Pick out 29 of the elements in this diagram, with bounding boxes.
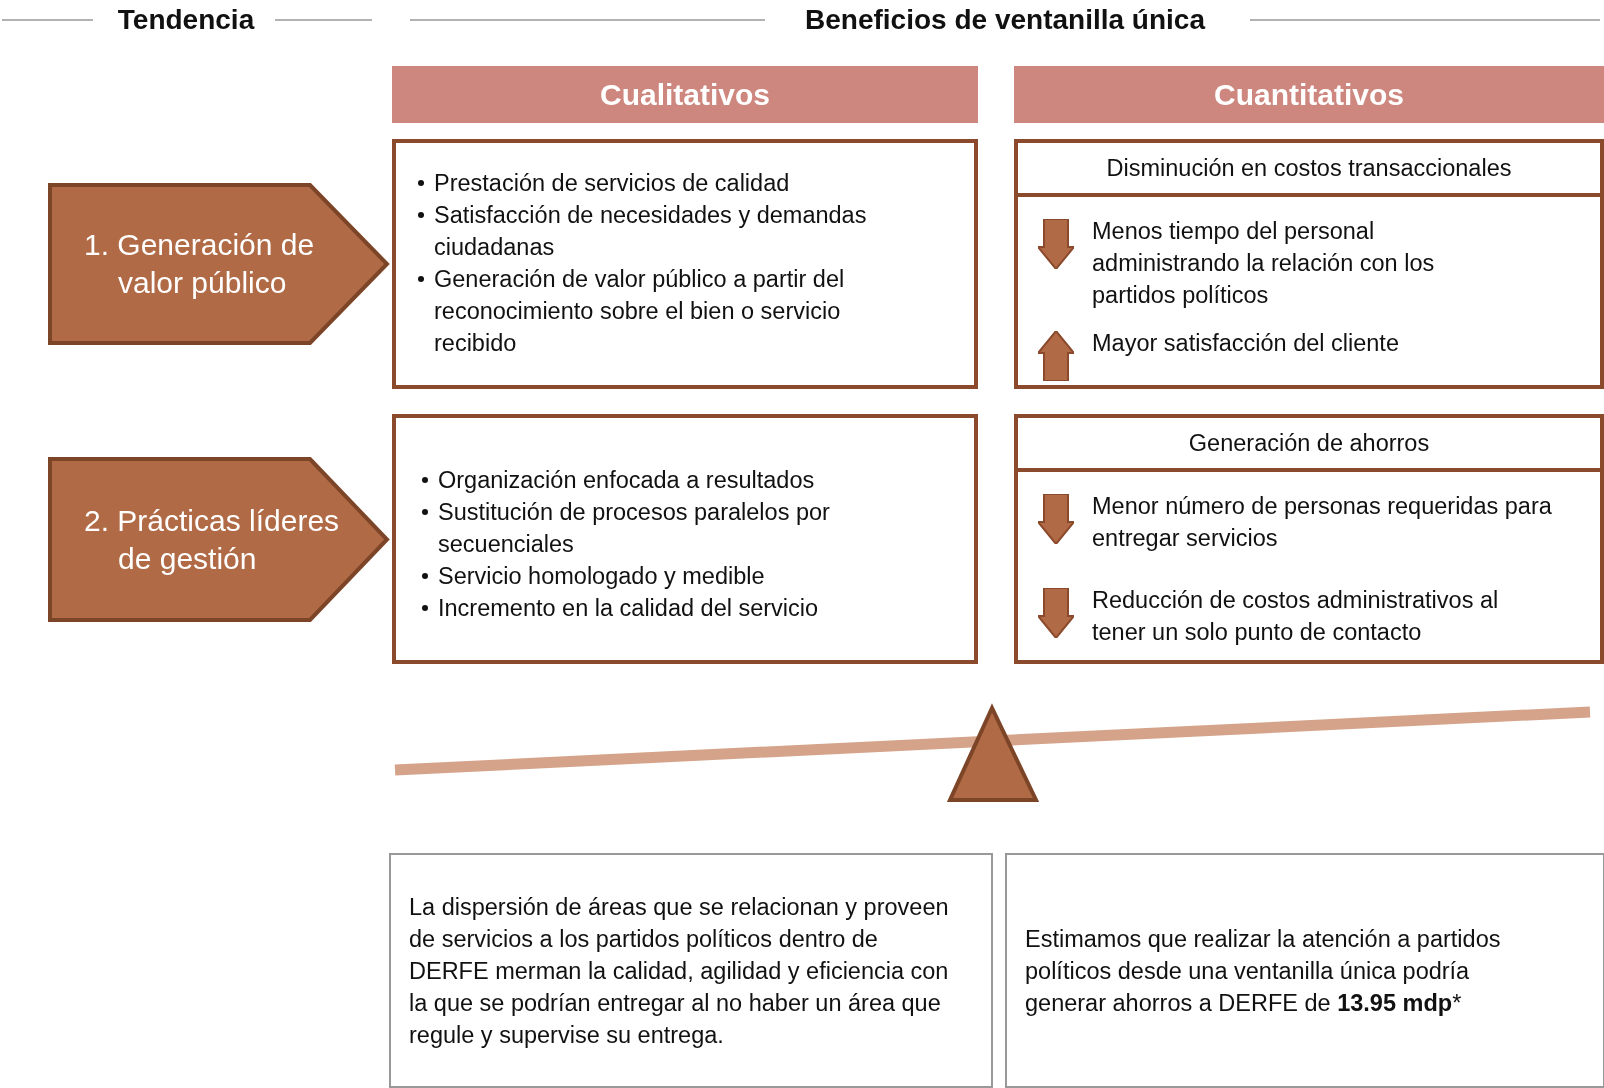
trend-label: 2. Prácticas líderes de gestión — [84, 502, 340, 577]
header-band: Cualitativos — [392, 66, 978, 123]
text-box — [389, 853, 993, 1088]
benefit-text: Mayor satisfacción del cliente — [1092, 329, 1399, 358]
paragraph: Estimamos que realizar la atención a partidos políticos desde una ventanilla única podría generar ahorros a DERFE de 13.95 mdp* — [1025, 924, 1502, 1018]
section-heading: Tendencia — [117, 4, 255, 36]
trend-label: 1. Generación de valor público — [84, 227, 316, 301]
panel-heading: Disminución en costos transaccionales — [1018, 143, 1600, 197]
header-band: Cuantitativos — [1014, 66, 1604, 123]
text-panel — [392, 414, 978, 664]
text-panel — [392, 139, 978, 389]
bullet-item: Organización enfocada a resultados — [438, 467, 815, 493]
benefit-text: Reducción de costos administrativos al tener un solo punto de contacto — [1092, 586, 1500, 647]
text-panel — [1014, 139, 1604, 389]
benefit-text: Menos tiempo del personal administrando la relación con los partidos políticos — [1092, 217, 1436, 310]
paragraph: La dispersión de áreas que se relacionan y proveen de servicios a los partidos políticos dentro de DERFE merman la calidad, agilidad y eficiencia con la que se podrían entregar al no haber un área que regule y supervise su entrega. — [409, 892, 950, 1050]
benefit-text: Menor número de personas requeridas para entregar servicios — [1092, 492, 1552, 553]
text-box — [1005, 853, 1604, 1088]
bullet-item: Sustitución de procesos paralelos por secuenciales — [438, 499, 830, 557]
bullet-item: Prestación de servicios de calidad — [434, 170, 790, 196]
text-panel — [1014, 414, 1604, 664]
section-heading: Beneficios de ventanilla única — [805, 4, 1205, 36]
panel-heading: Generación de ahorros — [1018, 418, 1600, 472]
bullet-item: Servicio homologado y medible — [438, 563, 765, 589]
bullet-item: Incremento en la calidad del servicio — [438, 595, 819, 621]
bullet-item: Generación de valor público a partir del reconocimiento sobre el bien o servicio recibido — [434, 266, 845, 356]
chevron-arrow — [48, 183, 390, 345]
chevron-arrow — [48, 457, 390, 622]
bullet-item: Satisfacción de necesidades y demandas ciudadanas — [434, 202, 867, 260]
